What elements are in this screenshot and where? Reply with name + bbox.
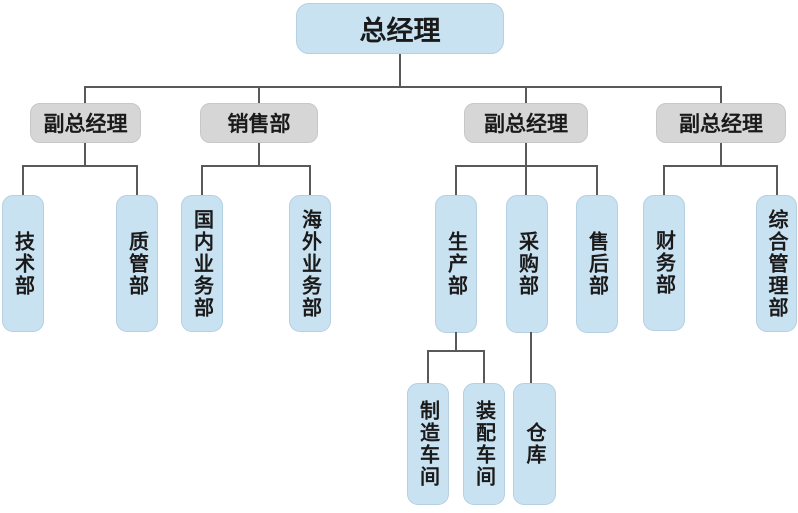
node-quality-dept-label: 质管部 (125, 230, 148, 297)
node-overseas-business-dept: 海外业务部 (289, 195, 331, 332)
connector-drop-general-admin-dept (776, 165, 778, 195)
node-assembly-workshop-label: 装配车间 (472, 400, 495, 488)
connector-drop-assembly-workshop (483, 350, 485, 383)
node-quality-dept: 质管部 (116, 195, 158, 332)
connector-drop-manufacturing-workshop (427, 350, 429, 383)
node-production-dept: 生产部 (435, 195, 477, 333)
node-overseas-business-dept-label: 海外业务部 (298, 208, 321, 319)
node-warehouse: 仓库 (513, 383, 556, 505)
node-general-manager: 总经理 (296, 3, 504, 54)
connector-root-stub (399, 54, 401, 88)
node-aftersales-dept-label: 售后部 (585, 231, 608, 297)
node-general-admin-dept: 综合管理部 (756, 195, 797, 332)
node-purchasing-dept: 采购部 (506, 195, 548, 333)
connector-drop-overseas-business (309, 165, 311, 195)
node-deputy-gm-2: 副总经理 (464, 103, 588, 143)
node-tech-dept: 技术部 (2, 195, 44, 332)
node-general-admin-dept-label: 综合管理部 (765, 208, 787, 319)
connector-drop-quality-dept (136, 165, 138, 195)
connector-drop-domestic-business (201, 165, 203, 195)
connector-branch2-hbar (201, 165, 311, 167)
connector-production-hbar (427, 350, 485, 352)
connector-drop-finance-dept (663, 165, 665, 195)
node-warehouse-label: 仓库 (523, 422, 545, 466)
connector-branch1-stub (84, 143, 86, 167)
node-assembly-workshop: 装配车间 (463, 383, 505, 505)
node-domestic-business-dept: 国内业务部 (181, 195, 223, 332)
connector-level2-hbar (84, 86, 722, 88)
node-finance-dept-label: 财务部 (652, 230, 675, 296)
connector-drop-aftersales-dept (596, 165, 598, 195)
connector-drop-warehouse (530, 332, 532, 383)
node-manufacturing-workshop: 制造车间 (407, 383, 449, 505)
node-finance-dept: 财务部 (643, 195, 685, 331)
connector-branch1-hbar (22, 165, 138, 167)
connector-branch4-stub (720, 143, 722, 167)
connector-drop-sales-dept (258, 86, 260, 103)
connector-branch3-stub (525, 143, 527, 167)
node-domestic-business-dept-label: 国内业务部 (190, 208, 213, 319)
connector-branch2-stub (258, 143, 260, 167)
node-purchasing-dept-label: 采购部 (515, 231, 538, 297)
node-aftersales-dept: 售后部 (576, 195, 618, 333)
connector-drop-deputy-gm-2 (525, 86, 527, 103)
connector-branch4-hbar (663, 165, 778, 167)
connector-drop-tech-dept (22, 165, 24, 195)
node-manufacturing-workshop-label: 制造车间 (416, 400, 439, 488)
connector-production-stub (455, 332, 457, 352)
connector-drop-production-dept (455, 165, 457, 195)
node-sales-dept: 销售部 (200, 103, 318, 143)
node-deputy-gm-1: 副总经理 (30, 103, 141, 143)
connector-drop-purchasing-dept (525, 165, 527, 195)
node-production-dept-label: 生产部 (444, 231, 467, 297)
node-deputy-gm-3: 副总经理 (656, 103, 786, 143)
connector-drop-deputy-gm-1 (84, 86, 86, 103)
node-tech-dept-label: 技术部 (11, 230, 34, 297)
connector-drop-deputy-gm-3 (720, 86, 722, 103)
